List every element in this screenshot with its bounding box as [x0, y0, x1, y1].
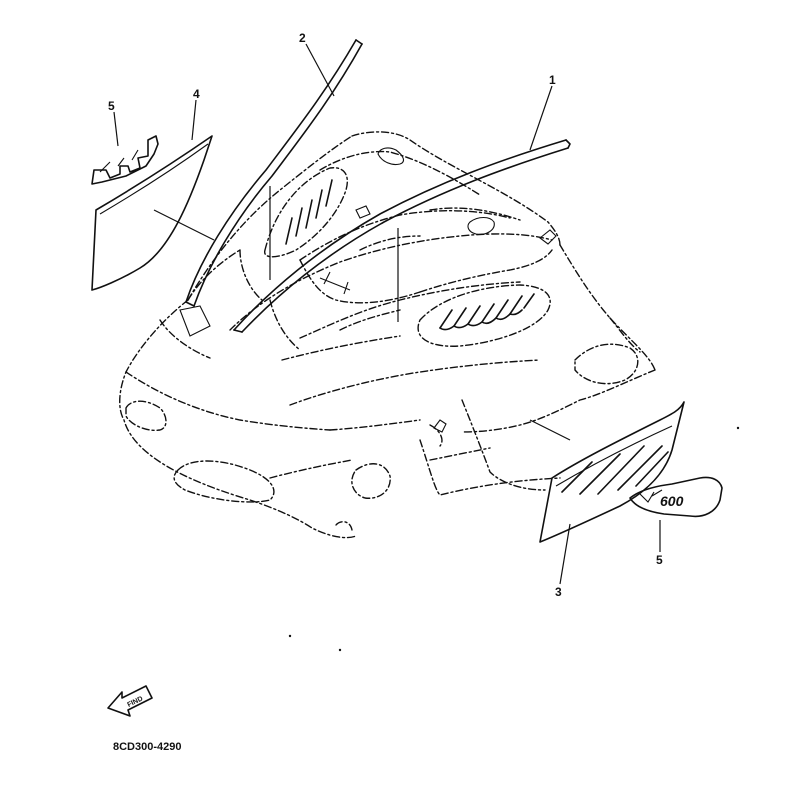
callout-2: 2 [299, 31, 306, 45]
center-vent [417, 284, 551, 347]
stray-marks [288, 426, 740, 652]
callout-1: 1 [549, 73, 556, 87]
emblem-part-5-left [91, 135, 159, 185]
callout-4: 4 [193, 87, 200, 101]
side-panel-decal-part-3 [539, 401, 685, 543]
find-arrow-icon: FIND [107, 685, 153, 717]
trim-strip-part-1 [233, 139, 571, 333]
callout-5-left: 5 [108, 99, 115, 113]
side-decal-part-4 [91, 135, 213, 291]
vmax-logo-part-5-right: 600 [629, 476, 723, 518]
callout-5-right: 5 [656, 553, 663, 567]
hood-body [119, 131, 656, 539]
svg-text:600: 600 [660, 493, 684, 509]
top-fixtures [179, 147, 557, 433]
trim-strip-part-2 [185, 39, 363, 307]
leader-lines [113, 43, 661, 585]
drawing-code: 8CD300-4290 [113, 741, 182, 753]
callout-3: 3 [555, 585, 562, 599]
upper-vent [264, 167, 348, 258]
